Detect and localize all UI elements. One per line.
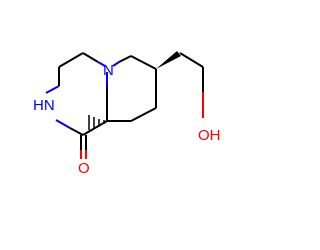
label-n: N (103, 62, 114, 79)
bond-n5-c6-blue (112, 61, 120, 67)
bond-c4-n5-black (82, 52, 99, 63)
bond-ch2-c (179, 52, 204, 68)
bond-c1-n2-blue (55, 119, 71, 129)
bond-c3-c4 (58, 52, 84, 68)
bond-c1-n2-black (69, 127, 84, 136)
bond-c8-c9 (130, 107, 157, 122)
label-oh: OH (198, 127, 221, 144)
molecule-structure: HN N O OH (33, 51, 221, 177)
bond-c9a-c1 (82, 120, 108, 136)
bond-n5-c6-black (118, 55, 132, 63)
bond-c6-c7 (130, 55, 157, 70)
bond-c4-n5-blue (97, 61, 106, 67)
hashed-bond-c9a-c1 (88, 115, 105, 130)
label-hn: HN (33, 97, 55, 114)
label-o: O (78, 160, 90, 177)
bond-nh-c3 (45, 85, 60, 94)
wedge-bond-c7-ch2 (156, 51, 181, 69)
